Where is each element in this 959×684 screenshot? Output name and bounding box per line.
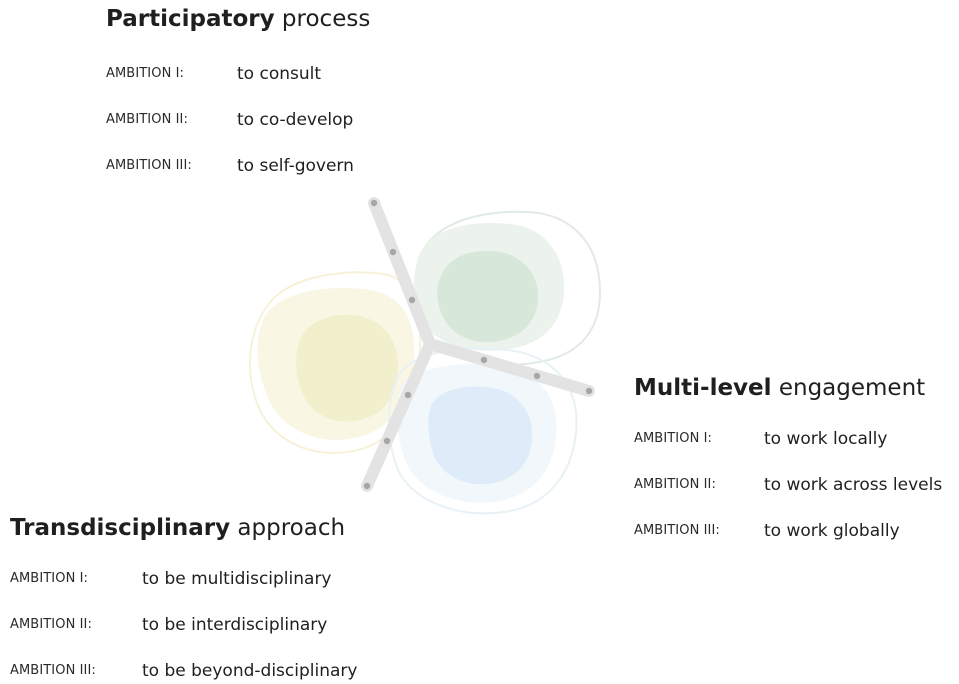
transdisciplinary-ambition-dot bbox=[383, 437, 391, 445]
ambition-text: to be beyond-disciplinary bbox=[142, 661, 358, 681]
multilevel-ambition-dot bbox=[585, 387, 593, 395]
axis-arm-participatory bbox=[368, 197, 436, 350]
yellow-blob bbox=[248, 271, 422, 454]
transdisciplinary-title-bold: Transdisciplinary bbox=[10, 515, 231, 541]
transdisciplinary-title: Transdisciplinary approach bbox=[10, 513, 345, 543]
ambition-label: AMBITION II: bbox=[10, 617, 92, 632]
ambition-label: AMBITION I: bbox=[10, 571, 89, 586]
multilevel-ambition-dot bbox=[480, 356, 488, 364]
participatory-ambition-dot bbox=[389, 248, 397, 256]
ambition-text: to work globally bbox=[764, 521, 900, 541]
participatory-title: Participatory process bbox=[106, 4, 370, 34]
participatory-title-bold: Participatory bbox=[106, 6, 275, 32]
ambition-label: AMBITION I: bbox=[106, 66, 185, 81]
ambition-text: to be multidisciplinary bbox=[142, 569, 332, 589]
ambition-text: to co-develop bbox=[237, 110, 354, 130]
ambition-label: AMBITION III: bbox=[106, 158, 192, 173]
ambition-label: AMBITION III: bbox=[634, 523, 720, 538]
ambition-text: to work locally bbox=[764, 429, 888, 449]
ambition-label: AMBITION III: bbox=[10, 663, 96, 678]
green-blob bbox=[413, 210, 602, 366]
transdisciplinary-ambition-dot bbox=[363, 482, 371, 490]
transdisciplinary-title-rest: approach bbox=[230, 515, 346, 541]
ambition-text: to be interdisciplinary bbox=[142, 615, 328, 635]
ambition-label: AMBITION I: bbox=[634, 431, 713, 446]
ambition-text: to self-govern bbox=[237, 156, 354, 176]
ambition-label: AMBITION II: bbox=[634, 477, 716, 492]
multilevel-title: Multi-level engagement bbox=[634, 373, 925, 403]
axis-dots bbox=[363, 199, 593, 490]
multilevel-ambition-dot bbox=[533, 372, 541, 380]
transdisciplinary-group: Transdisciplinary approach AMBITION I: t… bbox=[10, 513, 357, 681]
multilevel-title-bold: Multi-level bbox=[634, 375, 772, 401]
blue-blob bbox=[388, 347, 578, 515]
participatory-group: Participatory process AMBITION I: to con… bbox=[106, 4, 370, 176]
axis-arm-transdisciplinary bbox=[361, 338, 436, 492]
ambition-label: AMBITION II: bbox=[106, 112, 188, 127]
multilevel-title-rest: engagement bbox=[771, 375, 926, 401]
axis bbox=[361, 197, 595, 492]
ambition-text: to work across levels bbox=[764, 475, 943, 495]
participatory-title-rest: process bbox=[274, 6, 371, 32]
axis-arm-multilevel bbox=[424, 338, 595, 397]
ambition-text: to consult bbox=[237, 64, 322, 84]
multilevel-group: Multi-level engagement AMBITION I: to wo… bbox=[634, 373, 942, 541]
participatory-ambition-dot bbox=[370, 199, 378, 207]
transdisciplinary-ambition-dot bbox=[404, 391, 412, 399]
participatory-ambition-dot bbox=[408, 296, 416, 304]
